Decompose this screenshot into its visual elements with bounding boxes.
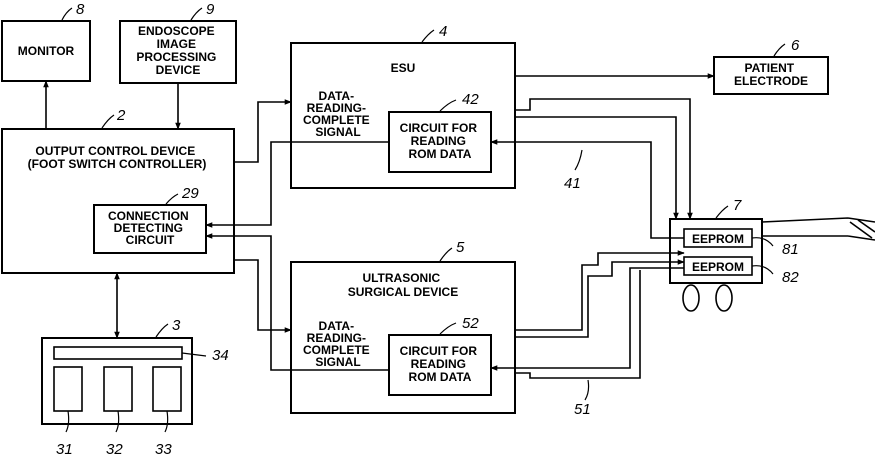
ref-52: 52: [462, 315, 479, 332]
ref-6-leader: [774, 44, 785, 56]
ref-34: 34: [212, 347, 229, 364]
ref-7: 7: [733, 197, 742, 214]
ref-8: 8: [76, 1, 85, 18]
ref-6: 6: [791, 37, 800, 54]
foot-pedal-3: [153, 367, 181, 411]
foot-pedal-2: [104, 367, 132, 411]
probe-cable: [762, 218, 875, 240]
eeprom-82-label: EEPROM: [692, 260, 744, 274]
probe-finger-ring-right: [716, 285, 732, 311]
ultrasonic-rom-reader-label: CIRCUIT FOR READING ROM DATA: [400, 344, 481, 384]
ref-33: 33: [155, 441, 172, 457]
ref-5-leader: [440, 248, 452, 261]
ref-9: 9: [206, 1, 215, 18]
ref-8-leader: [62, 8, 72, 20]
ref-81: 81: [782, 241, 799, 258]
ref-5: 5: [456, 239, 465, 256]
output-control-device-label: OUTPUT CONTROL DEVICE (FOOT SWITCH CONTR…: [28, 144, 207, 171]
ref-32: 32: [106, 441, 123, 457]
ref-4: 4: [439, 23, 447, 40]
patient-electrode-label: PATIENT ELECTRODE: [734, 61, 808, 88]
eeprom-81-label: EEPROM: [692, 232, 744, 246]
ref-2: 2: [116, 107, 126, 124]
cable-esu-to-probe-inner: [515, 117, 676, 219]
ref-29: 29: [181, 185, 199, 202]
ref-41-leader: [575, 150, 582, 170]
esu-label: ESU: [391, 61, 416, 75]
ref-9-leader: [191, 8, 202, 20]
cable-ultrasonic-to-probe-outer: [515, 253, 684, 330]
ref-7-leader: [716, 206, 728, 218]
ref-31: 31: [56, 441, 73, 457]
ref-42: 42: [462, 91, 479, 108]
arrow-controller-to-esu: [234, 102, 291, 162]
ref-51-leader: [585, 380, 589, 400]
probe-finger-ring-left: [683, 285, 699, 311]
arrow-probe-to-esu-rom-reader: [491, 142, 684, 238]
esu-rom-reader-label: CIRCUIT FOR READING ROM DATA: [400, 121, 481, 161]
ref-2-leader: [102, 115, 114, 128]
ultrasonic-device-label: ULTRASONIC SURGICAL DEVICE: [348, 271, 458, 299]
ref-41: 41: [564, 175, 581, 192]
ref-3-leader: [156, 324, 168, 337]
cable-ultrasonic-outer-return: [515, 270, 640, 378]
foot-pedal-1: [54, 367, 82, 411]
ref-51: 51: [574, 401, 591, 418]
cable-ultrasonic-to-probe-inner: [515, 262, 684, 337]
ref-4-leader: [422, 30, 434, 42]
arrow-controller-to-ultrasonic: [234, 260, 291, 330]
ref-82: 82: [782, 269, 799, 286]
ref-3: 3: [172, 317, 181, 334]
foot-switch-indicator-bar: [54, 347, 182, 359]
monitor-label: MONITOR: [18, 44, 75, 58]
